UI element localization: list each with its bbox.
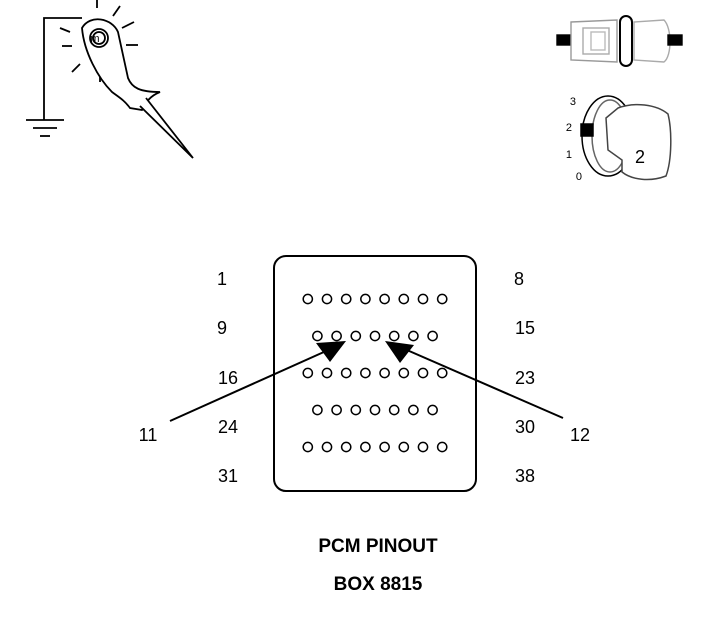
connector-pin [302, 367, 314, 379]
connector-pin [369, 404, 381, 416]
connector-pin [408, 330, 419, 342]
connector-pin [379, 367, 390, 379]
connector-pin [427, 330, 438, 342]
connector-pin [388, 330, 400, 342]
ignition-key-icon [580, 95, 672, 181]
connector-pin [360, 293, 371, 305]
callout-label-left: 11 [139, 425, 158, 445]
connector-pin [340, 293, 352, 305]
probe-bulb-mark: m [90, 33, 99, 45]
connector-disconnect-icon [556, 15, 683, 67]
connector-pin [321, 293, 333, 305]
left-label-row1: 1 [217, 269, 227, 289]
ground-wire [43, 17, 82, 120]
key-position-0: 0 [576, 171, 582, 183]
connector-pin [360, 441, 371, 453]
key-position-3: 3 [570, 96, 576, 108]
connector-pin [417, 441, 429, 453]
connector-pin [331, 330, 342, 342]
connector-pin [321, 367, 333, 379]
connector-pin [340, 441, 352, 453]
connector-pin [302, 293, 314, 305]
connector-pin [417, 293, 429, 305]
connector-pin [331, 404, 342, 416]
left-label-row4: 24 [218, 417, 238, 437]
left-label-row5: 31 [218, 466, 238, 486]
callout-leader-left [169, 346, 336, 422]
connector-pin [436, 367, 448, 379]
connector-pin [436, 441, 448, 453]
connector-pin [360, 367, 371, 379]
connector-pin [369, 330, 381, 342]
connector-pin-field [302, 293, 448, 453]
connector-pin [379, 293, 390, 305]
callout-leader-right [399, 346, 564, 419]
left-label-row2: 9 [217, 318, 227, 338]
connector-pin [398, 441, 410, 453]
key-position-1: 1 [566, 149, 572, 161]
connector-pin [417, 367, 429, 379]
connector-pin [312, 330, 323, 342]
connector-pin [398, 293, 410, 305]
key-position-2: 2 [566, 122, 572, 134]
right-label-row5: 38 [515, 466, 535, 486]
connector-pin [398, 367, 410, 379]
key-selected-position: 2 [635, 147, 645, 167]
connector-pin [408, 404, 419, 416]
connector-pin [436, 293, 448, 305]
right-label-row1: 8 [514, 269, 524, 289]
callout-arrow-right [385, 341, 414, 363]
connector-pin [302, 441, 314, 453]
right-label-row3: 23 [515, 368, 535, 388]
connector-pin [312, 404, 323, 416]
connector-pin [388, 404, 400, 416]
ground-probe-icon [26, 0, 194, 159]
connector-pin [379, 441, 390, 453]
connector-pin [350, 404, 362, 416]
connector-pin [427, 404, 438, 416]
connector-pin [350, 330, 362, 342]
right-label-row2: 15 [515, 318, 535, 338]
callout-arrow-left [316, 341, 346, 362]
connector-pin [321, 441, 333, 453]
caption-subtitle: BOX 8815 [334, 574, 423, 595]
callout-label-right: 12 [570, 425, 590, 445]
right-label-row4: 30 [515, 417, 535, 437]
caption-title: PCM PINOUT [318, 536, 438, 557]
connector-pin [340, 367, 352, 379]
left-label-row3: 16 [218, 368, 238, 388]
